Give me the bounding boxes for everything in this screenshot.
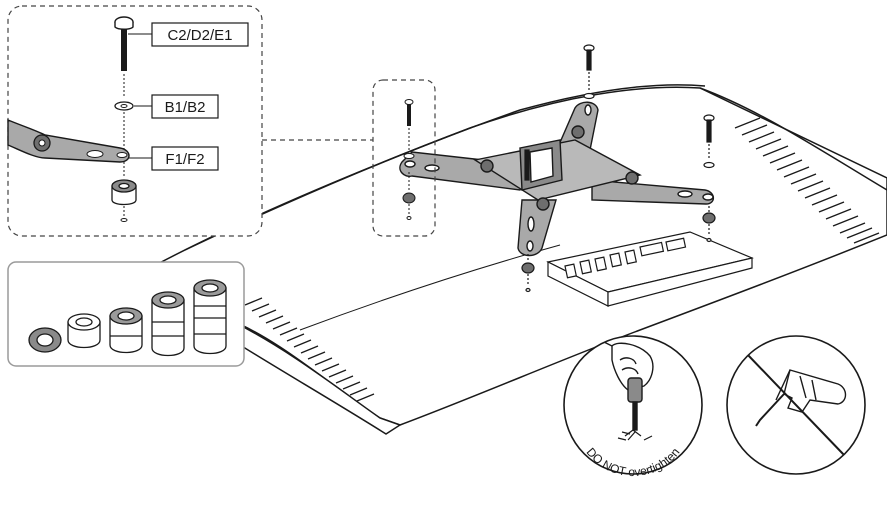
mounting-bracket: [399, 101, 715, 257]
spacer-set-icon: [28, 279, 227, 357]
washer-label: B1/B2: [165, 99, 206, 116]
detail-source-box: [372, 79, 436, 237]
overtighten-warning: DO NOT overtighten: [563, 335, 703, 479]
vent-slots-left: [244, 297, 375, 402]
spacer-icon: [111, 179, 137, 206]
spacer-set-panel: [7, 261, 245, 367]
screw-label: C2/D2/E1: [167, 27, 232, 44]
bracket-label: F1/F2: [165, 151, 204, 168]
screw-set-main: [521, 44, 716, 293]
io-port-panel: [546, 231, 754, 307]
vent-slots-right: [734, 117, 880, 244]
power-drill-prohibited-icon: [746, 353, 847, 457]
screwdriver-hand-icon: [599, 339, 654, 441]
detail-callout: C2/D2/E1 B1/B2 F1/F2: [7, 5, 263, 237]
no-power-drill-warning: [726, 335, 866, 475]
